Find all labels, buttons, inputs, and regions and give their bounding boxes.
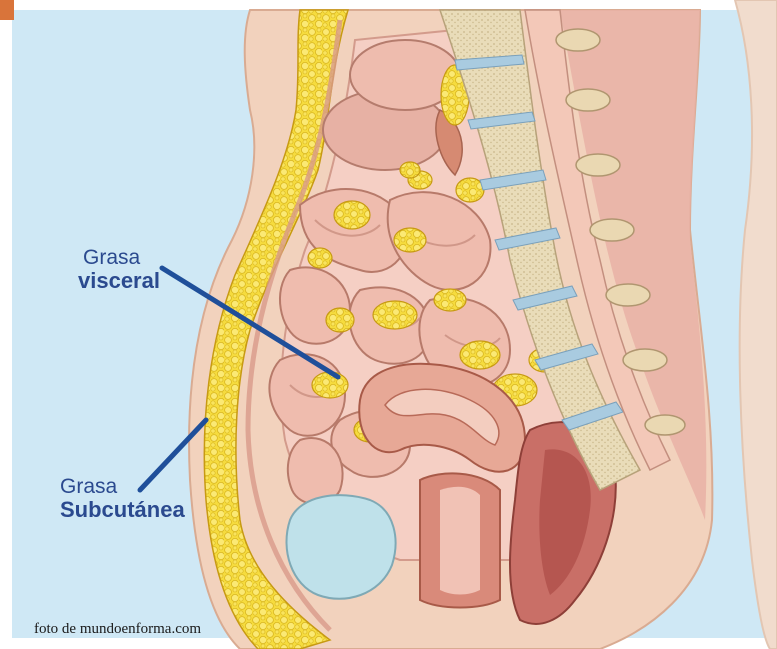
- visceral-fat-label: Grasa visceral: [78, 246, 160, 293]
- visceral-label-line1: Grasa: [78, 246, 160, 269]
- subcutaneous-label-line2: Subcutánea: [60, 498, 185, 522]
- bladder: [286, 495, 395, 599]
- subcutaneous-fat-label: Grasa Subcutánea: [60, 475, 185, 522]
- visceral-label-line2: visceral: [78, 269, 160, 293]
- photo-credit: foto de mundoenforma.com: [34, 621, 201, 638]
- subcutaneous-label-line1: Grasa: [60, 475, 185, 498]
- corner-accent: [0, 0, 14, 20]
